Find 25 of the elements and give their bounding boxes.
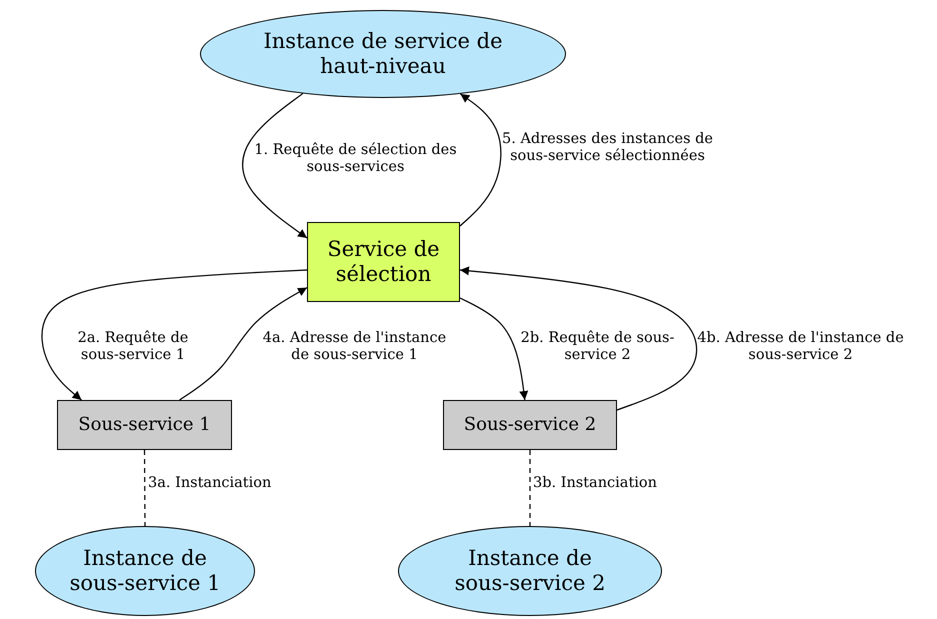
connector-line	[144, 450, 146, 526]
node-label: Instance de sous-service 2	[454, 546, 606, 596]
arrow	[460, 266, 698, 411]
edge-label: 4b. Adresse de l'instance de sous-service 2	[696, 330, 905, 365]
edge-label: 1. Requête de sélection des sous-services	[253, 142, 458, 177]
edge-label: 2a. Requête de sous-service 1	[76, 330, 190, 365]
edge-label: 3a. Instanciation	[148, 475, 272, 492]
arrow	[460, 93, 502, 226]
arrow	[179, 287, 308, 400]
connector-line	[529, 450, 531, 526]
process-box	[443, 400, 617, 450]
node-label: Service de sélection	[326, 236, 441, 288]
edge-label: 4a. Adresse de l'instance de sous-service 1	[262, 330, 448, 365]
node-label: Instance de sous-service 1	[68, 546, 222, 596]
arrow	[460, 297, 528, 400]
edge-label: 3b. Instanciation	[533, 475, 658, 492]
process-box	[307, 222, 460, 302]
node-label: Sous-service 2	[464, 414, 596, 436]
edge-label: 5. Adresses des instances de sous-service sélectionnées	[501, 131, 714, 166]
edge-label: 2b. Requête de sous-service 2	[520, 330, 675, 365]
node-label: Sous-service 1	[78, 414, 211, 436]
process-box	[57, 400, 232, 450]
arrow	[41, 269, 308, 400]
node-label: Instance de service de haut-niveau	[263, 28, 503, 80]
arrow	[242, 93, 308, 238]
